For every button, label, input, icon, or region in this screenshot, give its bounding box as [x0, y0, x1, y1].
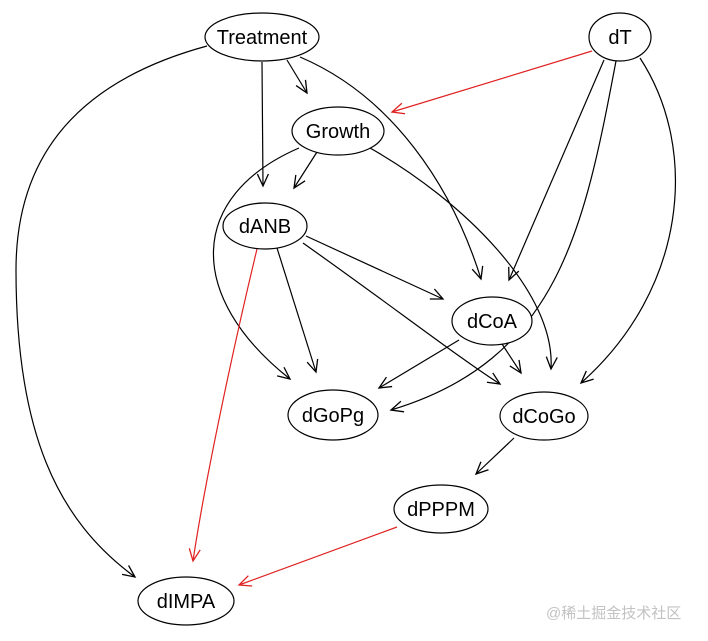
node-label-dCoA: dCoA	[467, 311, 518, 333]
node-Growth	[291, 106, 385, 156]
edge-dCoA-dGoPg	[377, 339, 460, 389]
edges-layer	[15, 45, 676, 587]
node-dCoA	[451, 296, 533, 346]
edge-dT-dCoA	[508, 59, 605, 282]
edge-dPPPM-dIMPA	[237, 526, 398, 587]
node-label-dGoPg: dGoPg	[302, 405, 364, 427]
watermark: @稀土掘金技术社区	[546, 605, 681, 622]
watermark-layer: @稀土掘金技术社区	[546, 605, 681, 622]
node-label-Growth: Growth	[306, 121, 370, 143]
edge-dCoGo-dPPPM	[474, 437, 515, 476]
edge-dT-dGoPg	[389, 60, 617, 413]
edge-dANB-dIMPA	[188, 248, 258, 563]
edge-dT-Growth	[390, 50, 593, 115]
node-dANB	[222, 202, 308, 250]
edge-Treatment-dCoA	[299, 56, 484, 281]
edge-dANB-dCoGo	[302, 242, 502, 385]
edge-Treatment-dANB	[256, 61, 269, 188]
node-dCoGo	[499, 391, 589, 441]
nodes-layer: Treatment dT Growth dANB dCoA dGoPg dCoGo dPPPM…	[137, 12, 652, 626]
node-label-dIMPA: dIMPA	[157, 591, 216, 613]
node-dT	[588, 12, 652, 62]
node-dIMPA	[137, 576, 235, 626]
node-Treatment	[204, 12, 320, 62]
node-label-dT: dT	[608, 27, 631, 49]
edge-dANB-dCoA	[305, 235, 445, 300]
edge-Growth-dCoGo	[369, 147, 558, 371]
edge-dCoA-dCoGo	[501, 343, 522, 375]
node-dPPPM	[393, 484, 489, 534]
edge-Treatment-Growth	[286, 59, 308, 95]
edge-dT-dCoGo	[579, 57, 676, 385]
node-dGoPg	[287, 389, 379, 441]
edge-Treatment-dIMPA	[15, 45, 208, 578]
edge-Growth-dGoPg	[212, 147, 300, 380]
edge-Growth-dANB	[293, 151, 318, 190]
node-label-dCoGo: dCoGo	[512, 406, 575, 428]
edge-dANB-dGoPg	[276, 247, 319, 374]
node-label-dPPPM: dPPPM	[407, 499, 475, 521]
node-label-Treatment: Treatment	[217, 27, 308, 49]
node-label-dANB: dANB	[239, 216, 291, 238]
